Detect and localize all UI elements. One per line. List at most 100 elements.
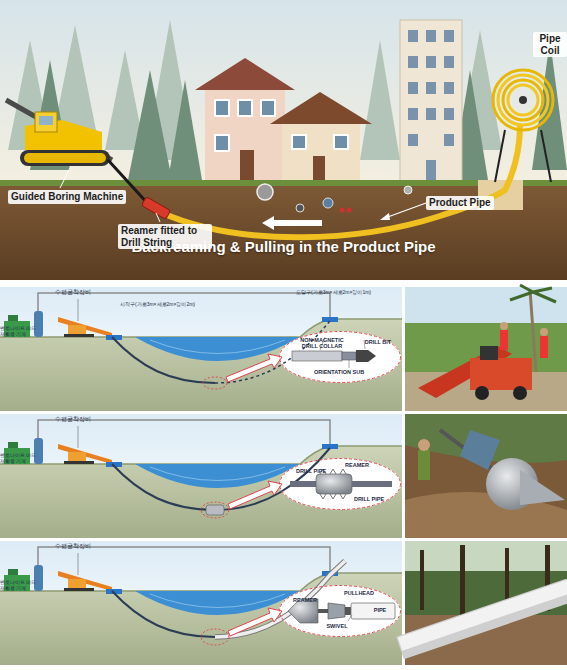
leader-arrow: [380, 213, 390, 220]
annotation: 수평굴착장비: [55, 289, 105, 296]
reamer: [141, 197, 170, 220]
boring-machine: [20, 150, 110, 166]
pipe-coil: [541, 130, 551, 182]
callout-arrow: [226, 354, 282, 382]
drill-pipe: [290, 481, 316, 487]
far-trees: [360, 40, 400, 160]
photo: [405, 285, 567, 411]
pull-arrow: [262, 216, 322, 230]
annotation: 벤토나이트 머드 재활용 기계: [0, 580, 42, 592]
panel-base: [0, 541, 402, 665]
callout-label: Pipe Coil: [533, 32, 567, 57]
house: [238, 100, 252, 116]
part-name: REAMER: [337, 462, 377, 468]
pullhead: [328, 603, 345, 619]
photo: [400, 586, 567, 644]
callout-bubble: REAMERPULLHEADSWIVELPIPE: [279, 585, 401, 637]
step-panel: [0, 541, 402, 665]
apartment: [444, 108, 454, 120]
utility-lines: [404, 186, 412, 194]
photo: [418, 439, 430, 451]
house: [215, 135, 229, 151]
house: [282, 120, 360, 184]
callout-label: Product Pipe: [426, 196, 494, 210]
photo: [480, 346, 498, 360]
leader-line: [156, 213, 160, 222]
apartment: [444, 134, 454, 146]
panel-base: [0, 287, 402, 411]
annotation: 벤토나이트 머드 재활용 기계: [0, 326, 42, 338]
callout-marker: [201, 502, 229, 518]
drill-pipe: [352, 481, 392, 487]
part-name: REAMER: [287, 597, 323, 603]
callout-outline: [280, 332, 401, 383]
pipe: [351, 603, 395, 619]
reamer: [206, 505, 224, 515]
callout-marker: [203, 377, 227, 389]
apartment: [444, 30, 454, 42]
photo: [460, 545, 465, 615]
leader-line: [349, 360, 350, 368]
part-name: DRILL PIPE: [349, 496, 389, 502]
drill-pipe: [112, 448, 330, 510]
ground: [0, 184, 567, 280]
pipe-coil: [508, 85, 538, 115]
photo: [475, 386, 489, 400]
boring-machine: [39, 116, 53, 125]
near-trees: [168, 80, 202, 180]
apartment: [408, 30, 454, 184]
part-name: SWIVEL: [319, 623, 355, 629]
callout-arrow: [228, 481, 282, 509]
pipe-coil: [503, 80, 543, 120]
drill-bit: [356, 350, 376, 362]
photo: [420, 550, 424, 610]
sky: [0, 0, 567, 186]
boring-machine: [24, 153, 106, 163]
photo: [510, 285, 556, 302]
shaft: [318, 609, 328, 613]
apartment: [400, 20, 462, 184]
photo: [470, 358, 532, 390]
house: [240, 150, 254, 184]
house: [292, 135, 306, 149]
photo: [500, 330, 508, 350]
annotation: 벤토나이트 머드 재활용 기계: [0, 453, 42, 465]
near-trees: [128, 70, 172, 180]
product-pipe: [215, 561, 345, 637]
orientation-sub: [342, 352, 356, 360]
utility-lines: [257, 184, 412, 213]
leader-line: [348, 615, 352, 621]
house: [313, 156, 325, 184]
callout-label: Reamer fitted to Drill String: [118, 224, 212, 249]
panel-base: [0, 414, 402, 538]
drill-pipe: [112, 591, 215, 637]
house: [261, 100, 275, 116]
photo: [540, 336, 548, 358]
title-text: Backreaming & Pulling in the Product Pip…: [0, 238, 567, 255]
callout-outline: [279, 458, 401, 510]
photo: [460, 430, 500, 470]
photo: [405, 414, 567, 538]
product-pipe: [215, 561, 345, 637]
leader-line: [385, 203, 426, 218]
boring-machine: [6, 100, 112, 166]
swivel: [345, 607, 351, 615]
apartment: [426, 108, 436, 120]
photo: [418, 450, 430, 480]
apartment: [444, 56, 454, 68]
callout-outline: [280, 586, 401, 637]
house: [334, 135, 348, 149]
photo: [520, 470, 565, 505]
reamer: [316, 474, 352, 494]
photo: [513, 386, 527, 400]
utility-lines: [296, 204, 304, 212]
callout-bubble: NON-MAGNETIC DRILL COLLARDRILL BITORIENT…: [279, 331, 401, 383]
house: [270, 92, 372, 184]
annotation: 시작구(가로3m×세로2m×깊이2m): [120, 302, 230, 308]
apartment: [426, 82, 436, 94]
pipe-coil: [493, 70, 553, 182]
callout-arrow: [228, 608, 282, 636]
apartment: [408, 108, 418, 120]
callout-outline: [280, 459, 401, 510]
